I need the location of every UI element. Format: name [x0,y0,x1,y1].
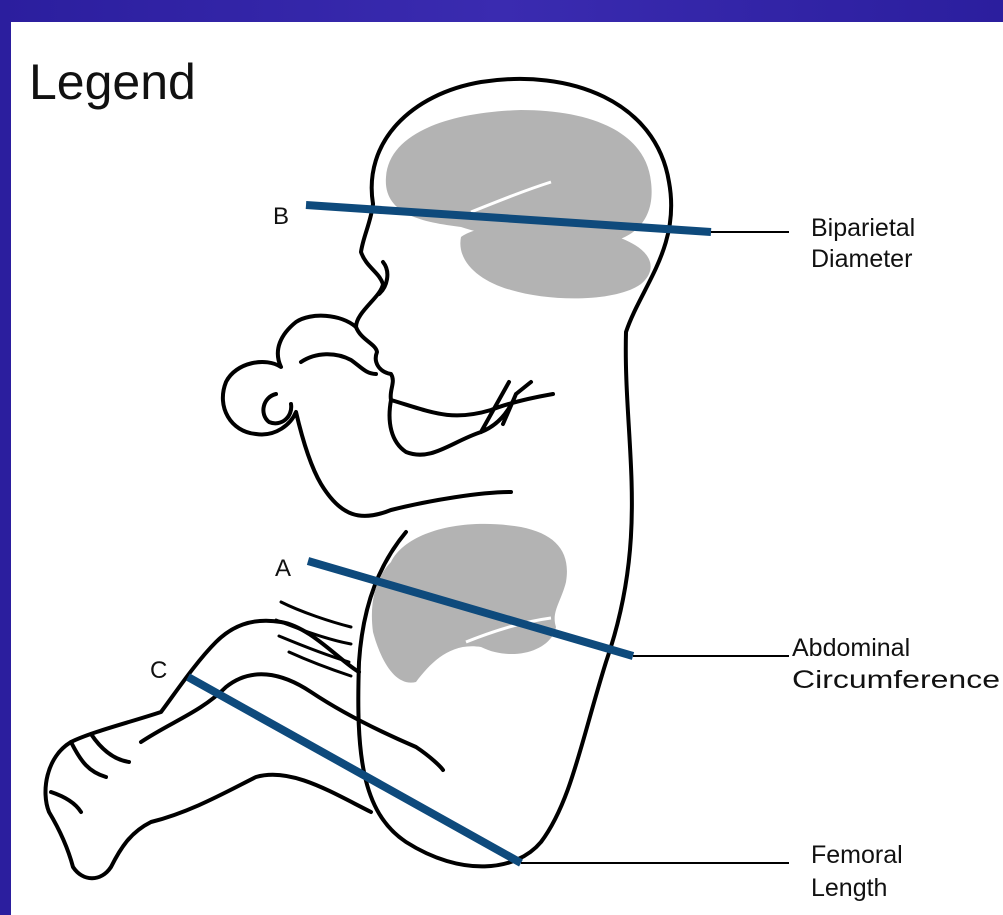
abdominal-label-line1: Abdominal [792,634,910,662]
abdominal-label-line2: Circumference [792,666,1000,694]
fetus-arm-outline [390,382,553,455]
legend-title: Legend [29,54,196,110]
femoral-line [188,677,521,863]
brain-region [386,110,652,298]
biparietal-label-line2: Diameter [811,245,912,273]
femoral-label-line1: Femoral [811,841,903,869]
letter-c: C [150,657,167,684]
liver-shape [372,524,567,683]
liver-region [372,524,567,683]
letter-b: B [273,203,289,230]
femoral-label-line2: Length [811,874,887,902]
fetus-diagram: Legend [11,22,1003,915]
biparietal-label-line1: Biparietal [811,214,915,242]
diagram-panel: Legend [11,22,1003,915]
letter-a: A [275,555,291,582]
leader-lines [521,232,789,863]
